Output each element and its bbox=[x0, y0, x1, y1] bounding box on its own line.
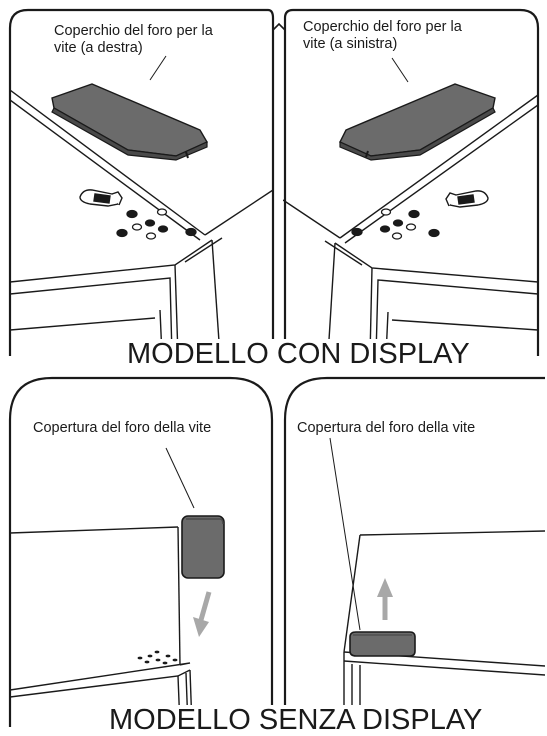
leader-line-top-right bbox=[391, 57, 409, 83]
panel-top-right bbox=[283, 8, 540, 356]
cabinet-top-edge-right bbox=[204, 189, 273, 236]
leader-line-top-left bbox=[149, 55, 167, 81]
leader-line-bottom-left bbox=[165, 447, 195, 509]
label-screw-cover-bottom-right: Copertura del foro della vite bbox=[297, 420, 476, 436]
screw-hole-cover-bottom-left bbox=[181, 515, 225, 579]
label-cover-left-line2: vite (a sinistra) bbox=[303, 36, 398, 52]
screw-holes-top-right bbox=[351, 208, 440, 240]
panel-top-left-border bbox=[8, 8, 275, 356]
label-cover-left: Coperchio del foro per la vite (a sinist… bbox=[303, 19, 462, 53]
bracket-top-left bbox=[79, 189, 123, 207]
screw-hole-cover-bottom-right bbox=[349, 631, 416, 657]
screw-holes-top-left bbox=[116, 208, 197, 240]
panel-bottom-left-border bbox=[8, 376, 274, 727]
title-model-without-display: MODELLO SENZA DISPLAY bbox=[103, 705, 489, 735]
bracket-top-right bbox=[445, 190, 489, 208]
panel-top-left bbox=[8, 8, 275, 356]
screw-hole-cover-right bbox=[51, 83, 208, 161]
panel-bottom-right-border bbox=[283, 376, 545, 727]
label-screw-cover-bottom-left: Copertura del foro della vite bbox=[33, 420, 212, 436]
cabinet-top-edge-left bbox=[10, 89, 206, 236]
label-cover-right-line1: Coperchio del foro per la bbox=[54, 23, 213, 39]
cabinet-front-top-line bbox=[10, 239, 213, 283]
screw-hole-cover-left bbox=[339, 83, 496, 161]
leader-line-bottom-right bbox=[329, 437, 361, 631]
label-cover-right: Coperchio del foro per la vite (a destra… bbox=[54, 23, 213, 57]
cabinet-top-back-edge bbox=[10, 526, 179, 534]
arrow-up-icon bbox=[377, 578, 393, 620]
top-panels-divider bbox=[272, 22, 286, 31]
label-cover-right-line2: vite (a destra) bbox=[54, 40, 143, 56]
screw-holes-bottom-left bbox=[137, 650, 178, 665]
label-cover-left-line1: Coperchio del foro per la bbox=[303, 19, 462, 35]
arrow-down-icon bbox=[193, 591, 212, 637]
cabinet-top-edge-inner bbox=[10, 99, 201, 241]
title-model-with-display: MODELLO CON DISPLAY bbox=[121, 339, 476, 369]
panel-top-right-border bbox=[283, 8, 540, 356]
